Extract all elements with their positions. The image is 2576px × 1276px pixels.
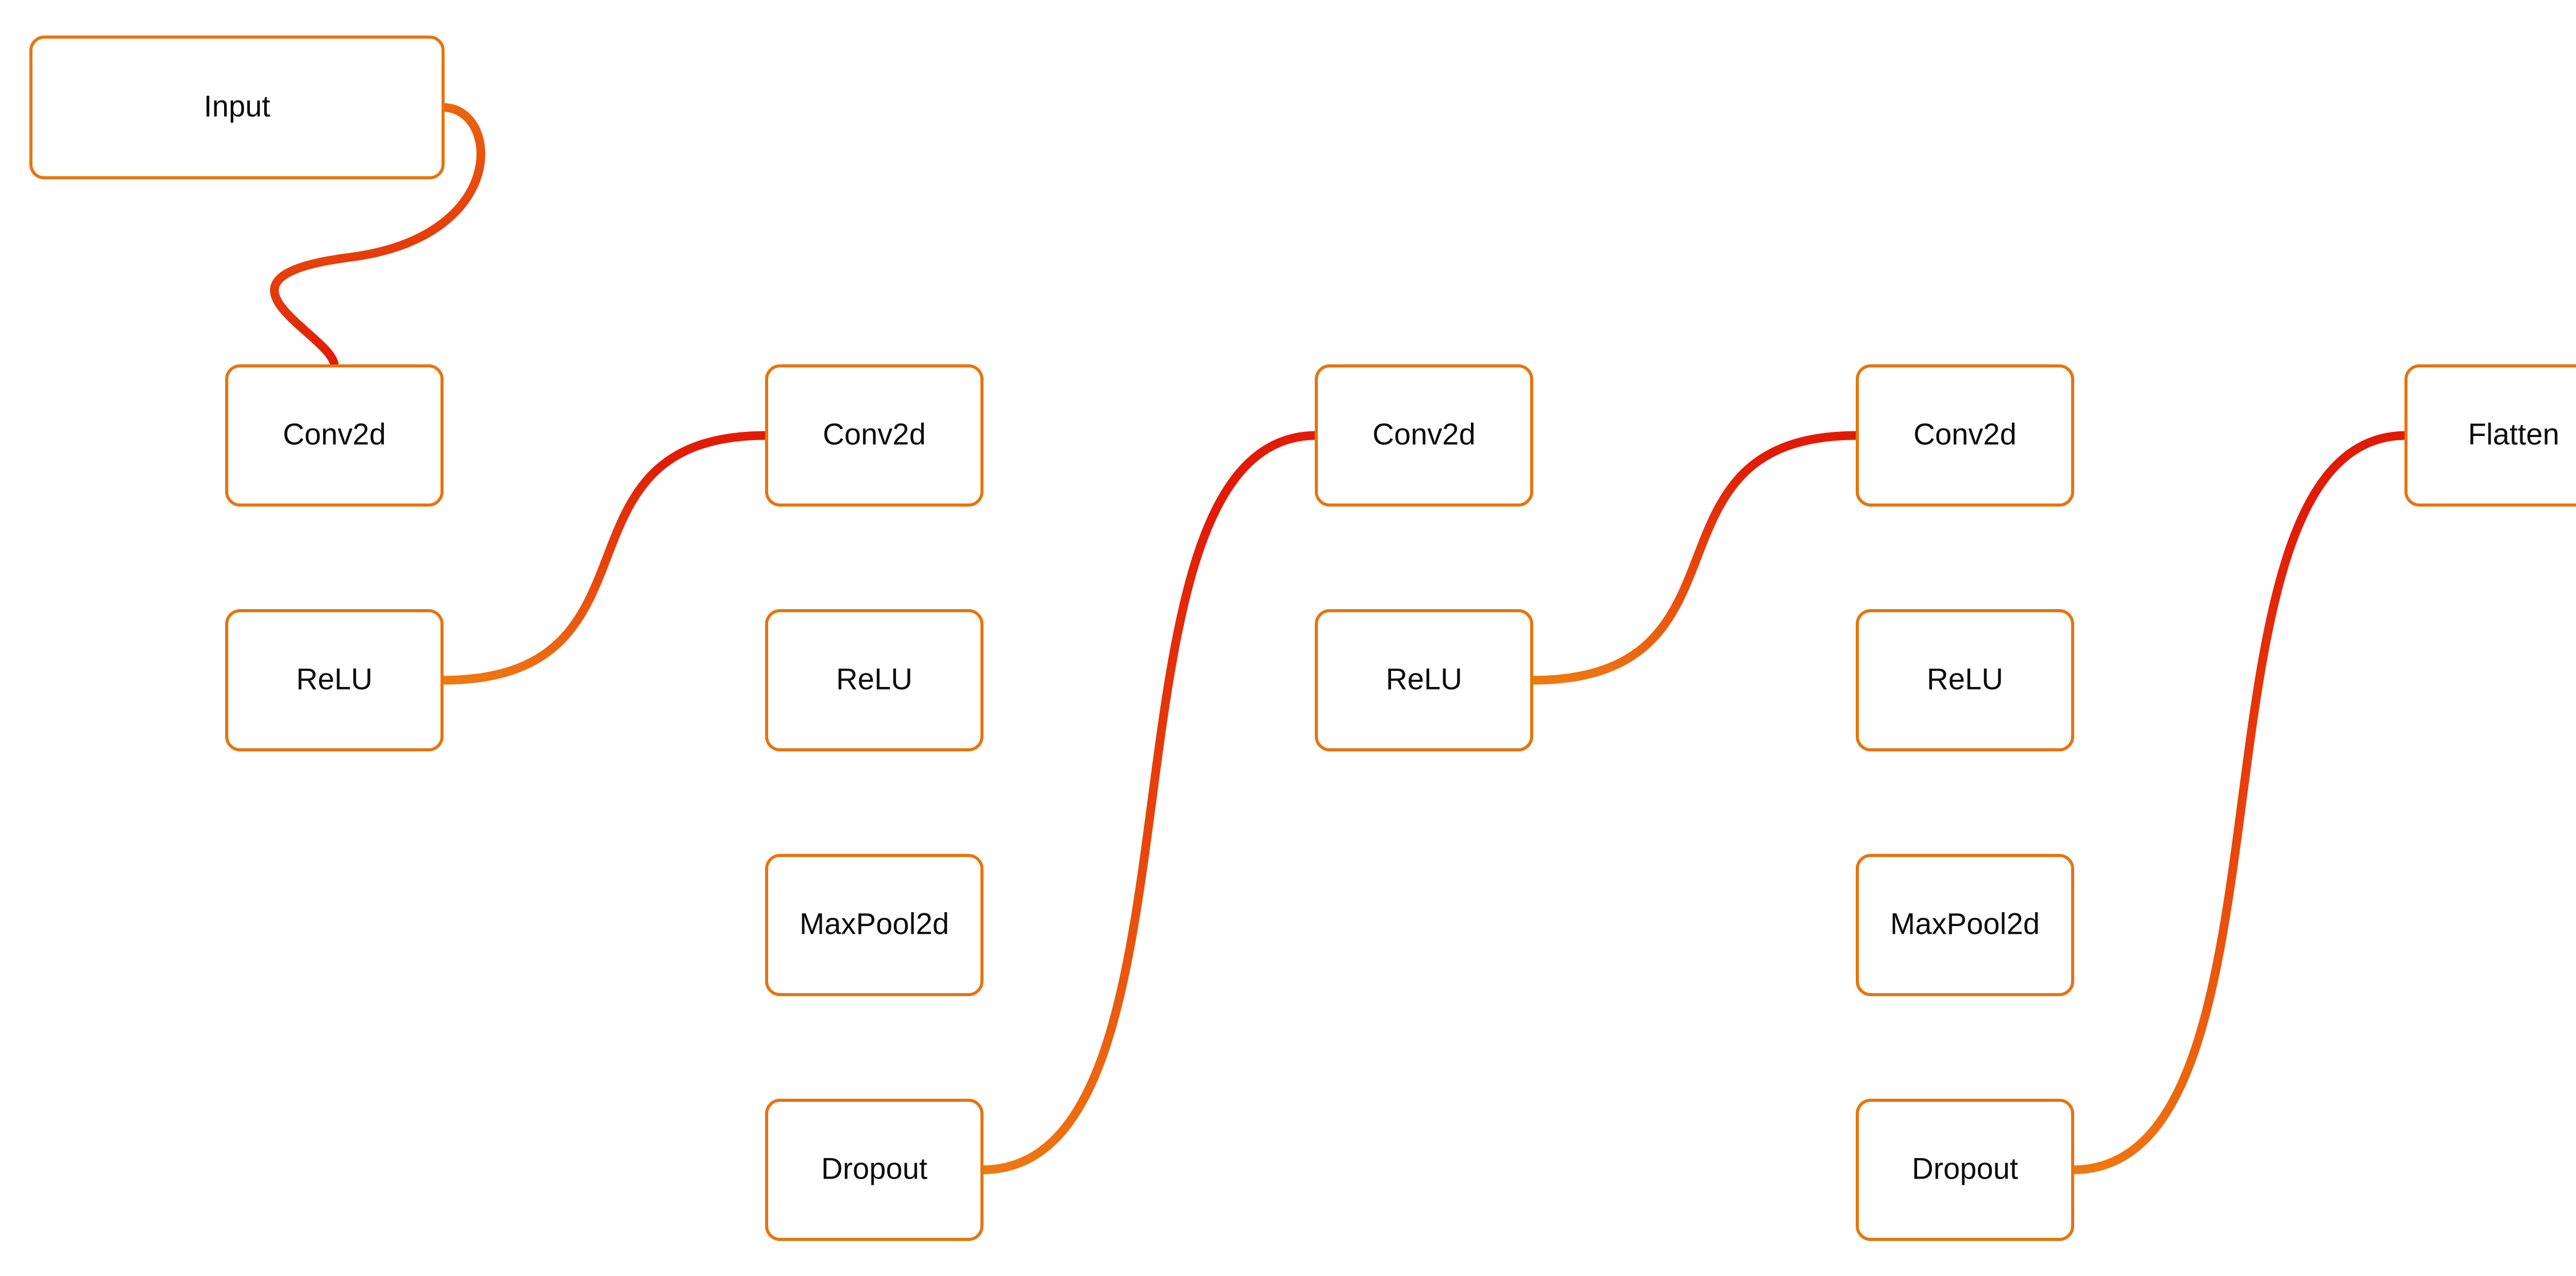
node-maxpool2d[interactable]: MaxPool2d [765,854,984,996]
node-box[interactable] [225,364,444,507]
node-input[interactable]: Input [29,36,445,179]
node-box[interactable] [765,609,984,751]
node-box[interactable] [1856,609,2074,751]
node-flatten[interactable]: Flatten [2404,364,2576,507]
edge-n6-to-n7 [981,431,1317,1174]
edges-layer [270,103,2406,1174]
node-relu[interactable]: ReLU [1315,609,1533,751]
node-box[interactable] [2404,364,2576,507]
node-conv2d[interactable]: Conv2d [225,364,444,507]
node-box[interactable] [1856,854,2074,996]
node-box[interactable] [1856,364,2074,507]
node-dropout[interactable]: Dropout [765,1099,984,1241]
node-box[interactable] [765,854,984,996]
node-box[interactable] [765,1099,984,1241]
node-conv2d[interactable]: Conv2d [765,364,984,507]
edge-n8-to-n9 [1531,431,1858,685]
node-box[interactable] [225,609,444,751]
node-relu[interactable]: ReLU [765,609,984,751]
node-conv2d[interactable]: Conv2d [1856,364,2074,507]
node-maxpool2d[interactable]: MaxPool2d [1856,854,2074,996]
node-box[interactable] [1856,1099,2074,1241]
node-box[interactable] [1315,609,1533,751]
node-box[interactable] [765,364,984,507]
node-box[interactable] [1315,364,1533,507]
edge-n0-to-n1 [270,103,485,367]
node-conv2d[interactable]: Conv2d [1315,364,1533,507]
node-box[interactable] [29,36,445,179]
edge-n2-to-n3 [442,431,767,685]
edge-n12-to-n13 [2072,431,2406,1174]
node-relu[interactable]: ReLU [225,609,444,751]
node-dropout[interactable]: Dropout [1856,1099,2074,1241]
node-relu[interactable]: ReLU [1856,609,2074,751]
